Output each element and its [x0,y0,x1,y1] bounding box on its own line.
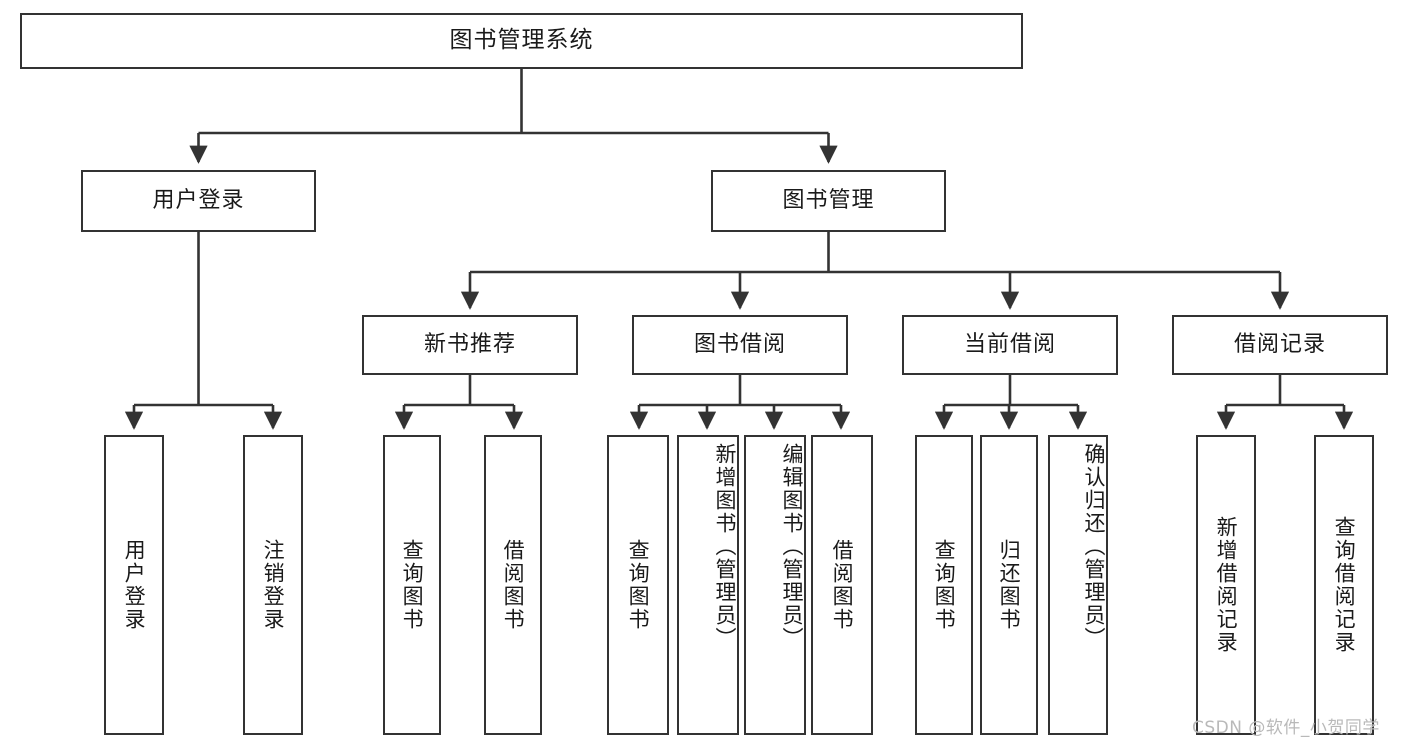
leaf-label: 借阅图书 [501,539,526,631]
leaf-label: 借阅图书 [830,539,855,631]
node-book-manage[interactable]: 图书管理 [711,170,946,232]
leaf-label: 新增借阅记录 [1214,516,1239,654]
leaf-label: 归还图书 [997,539,1022,631]
leaf-edit-book[interactable]: 编辑图书（管理员） [744,435,806,735]
leaf-return-book[interactable]: 归还图书 [980,435,1038,735]
node-borrow-record[interactable]: 借阅记录 [1172,315,1388,375]
node-book-borrow[interactable]: 图书借阅 [632,315,848,375]
leaf-label: 查询图书 [400,539,425,631]
leaf-confirm-return[interactable]: 确认归还（管理员） [1048,435,1108,735]
node-root-system[interactable]: 图书管理系统 [20,13,1023,69]
node-user-login[interactable]: 用户登录 [81,170,316,232]
leaf-label: 注销登录 [261,539,286,631]
leaf-query-record[interactable]: 查询借阅记录 [1314,435,1374,735]
leaf-user-login[interactable]: 用户登录 [104,435,164,735]
watermark-text: CSDN @软件_小贺同学 [1192,718,1380,738]
leaf-borrow-book-1[interactable]: 借阅图书 [484,435,542,735]
leaf-label: 用户登录 [122,539,147,631]
leaf-query-book-3[interactable]: 查询图书 [915,435,973,735]
leaf-query-book-1[interactable]: 查询图书 [383,435,441,735]
leaf-add-book[interactable]: 新增图书（管理员） [677,435,739,735]
leaf-label: 查询图书 [626,539,651,631]
node-current-borrow[interactable]: 当前借阅 [902,315,1118,375]
leaf-label: 查询图书 [932,539,957,631]
leaf-add-record[interactable]: 新增借阅记录 [1196,435,1256,735]
node-new-book-recommend[interactable]: 新书推荐 [362,315,578,375]
leaf-label: 新增图书（管理员） [713,443,737,650]
leaf-label: 确认归还（管理员） [1082,443,1106,650]
leaf-label: 查询借阅记录 [1332,516,1357,654]
leaf-query-book-2[interactable]: 查询图书 [607,435,669,735]
leaf-borrow-book-2[interactable]: 借阅图书 [811,435,873,735]
leaf-logout-login[interactable]: 注销登录 [243,435,303,735]
leaf-label: 编辑图书（管理员） [780,443,804,650]
